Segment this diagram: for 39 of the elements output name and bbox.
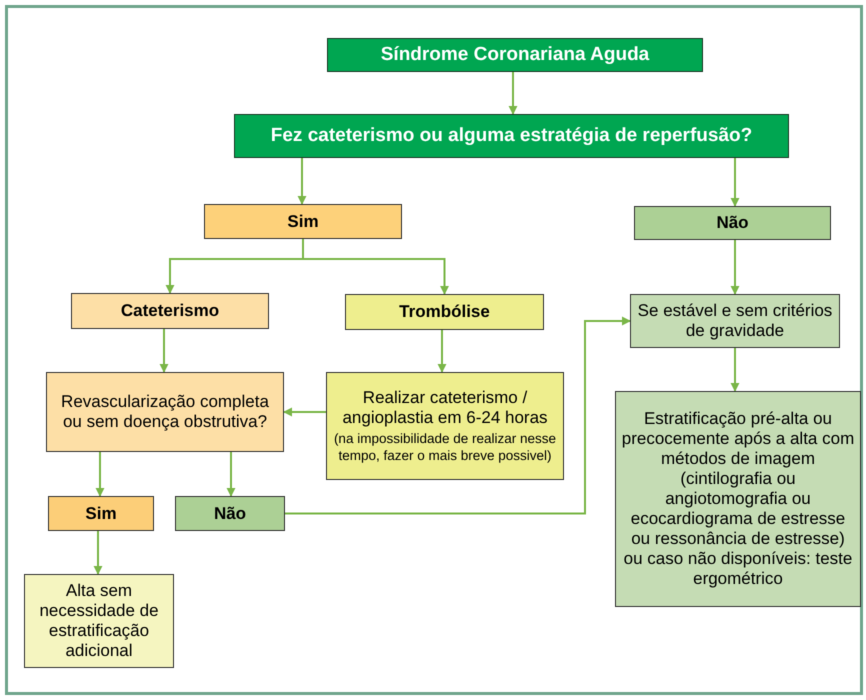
process-box — [46, 372, 284, 452]
process-box — [615, 391, 861, 607]
arrow — [226, 452, 236, 497]
box-text: Síndrome Coronariana Aguda — [380, 42, 650, 67]
box-text: Fez cateterismo ou alguma estratégia de reperfusão? — [270, 124, 752, 148]
arrow — [96, 452, 104, 497]
process-box — [234, 114, 789, 158]
box-text: Não — [716, 212, 749, 234]
box-text: Sim — [85, 502, 117, 525]
arrow — [730, 240, 740, 295]
process-box — [630, 294, 840, 348]
arrow — [283, 408, 326, 416]
arrow — [438, 330, 446, 373]
process-box — [71, 293, 269, 329]
arrow — [160, 329, 168, 373]
arrow — [730, 158, 740, 207]
box-text: Sim — [287, 210, 319, 233]
box-text: Realizar cateterismo / angioplastia em 6-24 horas — [341, 388, 549, 428]
process-box — [175, 496, 285, 531]
process-box — [634, 206, 831, 240]
box-text: Não — [214, 502, 246, 525]
box-text: Trombólise — [399, 301, 490, 324]
arrow — [285, 316, 631, 514]
process-box — [48, 496, 154, 531]
arrow — [94, 531, 102, 575]
box-text: Cateterismo — [120, 300, 220, 322]
process-box — [24, 574, 174, 668]
box-text: Se estável e sem critérios de gravidade — [636, 301, 834, 341]
arrow — [730, 348, 740, 392]
box-note: (na impossibilidade de realizar nesse tempo, fazer o mais breve possivel) — [332, 430, 558, 464]
box-text: Revascularização completa ou sem doença obstrutiva? — [60, 392, 270, 432]
process-box — [345, 294, 544, 330]
process-box — [204, 204, 402, 239]
box-text: Estratificação pré-alta ou precocemente após a alta com métodos de imagem (cintilografia ou angiotomografia ou ecocardiograma de estresse ou ressonância de estresse) ou caso não disponíveis: teste ergométrico — [620, 409, 856, 589]
arrow — [508, 72, 518, 115]
process-box — [327, 38, 703, 72]
box-text: Alta sem necessidade de estratificação adicional — [38, 581, 160, 661]
arrow — [298, 158, 306, 205]
process-box — [326, 372, 564, 480]
